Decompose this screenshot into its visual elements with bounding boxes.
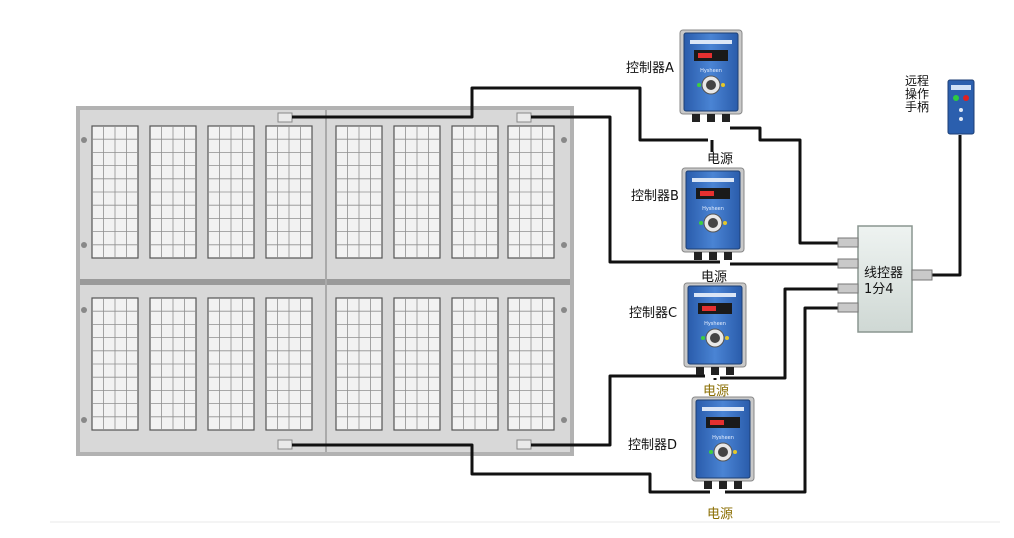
cable-gland: [722, 114, 730, 122]
plate-connector: [277, 439, 293, 450]
cable-gland: [704, 481, 712, 489]
remote-red-button-icon: [963, 95, 969, 101]
cable-gland: [707, 114, 715, 122]
cable-gland: [734, 481, 742, 489]
controller-c-power-label: 电源: [703, 384, 730, 399]
mounting-hole-icon: [81, 242, 87, 248]
cable-gland: [696, 367, 704, 375]
remote-green-button-icon: [953, 95, 959, 101]
mounting-hole-icon: [561, 137, 567, 143]
cable-gland: [692, 114, 700, 122]
controller-brand: Hysheen: [700, 68, 722, 74]
controller-box: Hysheen: [681, 167, 745, 260]
controller-box: Hysheen: [691, 396, 755, 489]
cable-gland: [719, 481, 727, 489]
mounting-hole-icon: [561, 242, 567, 248]
cable-gland: [726, 367, 734, 375]
cables: [292, 86, 962, 494]
plate-connector: [277, 112, 293, 123]
magnetic-plate: [76, 106, 574, 456]
remote-label-line: 操作: [904, 87, 929, 101]
controller-brand: Hysheen: [712, 435, 734, 441]
controller-d-label: 控制器D: [628, 438, 678, 453]
mounting-hole-icon: [81, 307, 87, 313]
cable-gland: [694, 252, 702, 260]
controller-brand: Hysheen: [702, 206, 724, 212]
cable-gland: [711, 367, 719, 375]
hub-label-line2: 1分4: [864, 282, 894, 297]
plate-connector: [516, 112, 532, 123]
remote-label: 远程 操作 手柄: [900, 75, 934, 114]
hub-output-port: [911, 269, 933, 281]
cable-gland: [709, 252, 717, 260]
controller-box: Hysheen: [679, 29, 743, 122]
controller-d-power-label: 电源: [707, 507, 734, 522]
controller-b-power-label: 电源: [701, 270, 728, 285]
remote-button-icon: [959, 117, 963, 121]
hub-port: [837, 283, 859, 294]
controller-a-label: 控制器A: [626, 61, 674, 76]
mounting-hole-icon: [81, 137, 87, 143]
controller-c-label: 控制器C: [629, 306, 678, 321]
mounting-hole-icon: [81, 417, 87, 423]
mounting-hole-icon: [561, 417, 567, 423]
controller-box: Hysheen: [683, 282, 747, 375]
cable-gland: [724, 252, 732, 260]
remote-label-line: 远程: [904, 74, 929, 88]
line-controller-hub: [837, 225, 933, 333]
mounting-hole-icon: [561, 307, 567, 313]
remote-label-line: 手柄: [904, 100, 929, 114]
hub-label-line1: 线控器: [864, 266, 904, 281]
remote-handle: [947, 79, 975, 135]
hub-port: [837, 302, 859, 313]
controller-a-power-label: 电源: [707, 152, 734, 167]
hub-port: [837, 258, 859, 269]
controller-b-label: 控制器B: [631, 189, 679, 204]
controller-brand: Hysheen: [704, 321, 726, 327]
hub-port: [837, 237, 859, 248]
remote-button-icon: [959, 108, 963, 112]
plate-connector: [516, 439, 532, 450]
